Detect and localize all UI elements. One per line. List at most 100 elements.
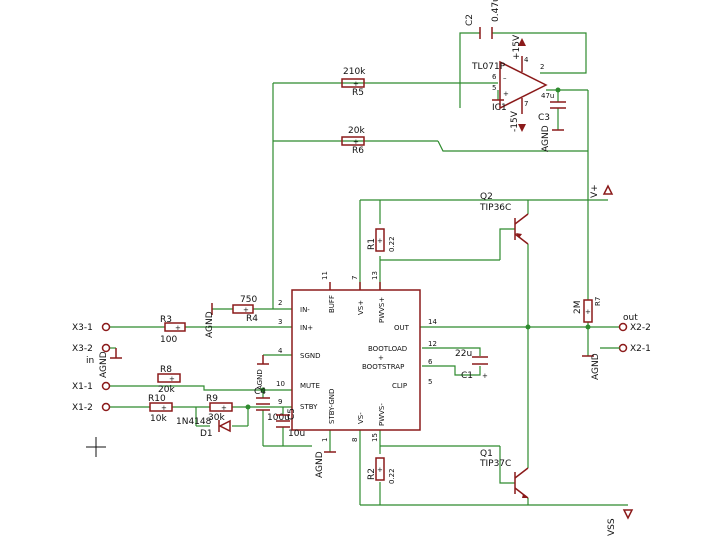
capacitor-c2: C2 0.47u — [465, 0, 501, 39]
svg-text:IN+: IN+ — [300, 324, 313, 332]
svg-text:9: 9 — [278, 398, 282, 406]
svg-text:BOOTLOAD: BOOTLOAD — [368, 345, 407, 353]
svg-text:22u: 22u — [455, 349, 472, 359]
svg-text:+: + — [221, 404, 227, 412]
svg-text:V+: V+ — [590, 184, 600, 198]
svg-text:IC1: IC1 — [492, 103, 507, 113]
svg-text:+: + — [353, 138, 359, 146]
svg-text:4: 4 — [524, 56, 529, 64]
junctions — [245, 87, 591, 410]
svg-text:+: + — [169, 375, 175, 383]
svg-text:-15V: -15V — [510, 110, 520, 132]
opamp-ic1: – + TL071P IC1 +15V -15V 6 5 2 4 7 — [471, 34, 548, 132]
svg-text:R6: R6 — [352, 146, 364, 156]
resistor-r4: + 750 R4 AGND — [205, 295, 258, 338]
svg-text:AGND: AGND — [541, 125, 551, 152]
svg-text:3: 3 — [278, 318, 282, 326]
svg-text:X1-1: X1-1 — [72, 382, 93, 392]
svg-text:0.47u: 0.47u — [491, 0, 501, 22]
chip-ground: AGND — [315, 451, 336, 478]
resistor-r10: + R10 10k — [148, 394, 173, 424]
svg-text:12: 12 — [428, 340, 437, 348]
output-connectors: out X2-2 X2-1 — [600, 313, 651, 354]
svg-text:AGND: AGND — [256, 369, 264, 390]
capacitor-c1: 22u C1 + — [455, 349, 488, 381]
svg-text:STBY: STBY — [300, 403, 318, 411]
svg-text:7: 7 — [351, 276, 359, 280]
svg-text:AGND: AGND — [591, 353, 601, 380]
capacitor-c4: C4 100u — [254, 387, 290, 423]
svg-text:5: 5 — [492, 84, 496, 92]
svg-text:R1: R1 — [367, 238, 377, 250]
diode-d1: 1N4148 D1 — [176, 417, 231, 439]
resistor-r5: + 210k R5 — [341, 67, 366, 98]
svg-text:+15V: +15V — [512, 34, 522, 60]
svg-text:PWVS+: PWVS+ — [378, 297, 386, 323]
svg-text:R9: R9 — [206, 394, 218, 404]
svg-text:14: 14 — [428, 318, 437, 326]
svg-text:AGND: AGND — [315, 451, 325, 478]
svg-text:SGND: SGND — [300, 352, 321, 360]
svg-text:TL071P: TL071P — [471, 62, 506, 72]
svg-text:X3-1: X3-1 — [72, 323, 93, 333]
crosshair-marker — [86, 437, 106, 457]
svg-text:10: 10 — [276, 380, 285, 388]
resistor-r7: + 2M R7 AGND — [573, 297, 602, 380]
svg-text:+: + — [377, 466, 383, 474]
svg-text:X2-2: X2-2 — [630, 323, 651, 333]
svg-text:R7: R7 — [594, 297, 602, 306]
svg-text:15: 15 — [371, 433, 379, 442]
svg-text:BUFF: BUFF — [328, 295, 336, 313]
svg-text:BOOTSTRAP: BOOTSTRAP — [362, 363, 404, 371]
resistor-r9: + R9 30k — [206, 394, 233, 423]
svg-text:30k: 30k — [208, 413, 225, 423]
svg-text:VSS: VSS — [607, 518, 617, 536]
svg-text:+: + — [503, 90, 509, 98]
svg-text:+: + — [585, 308, 591, 316]
vss-supply: VSS — [607, 509, 634, 536]
svg-text:Q1: Q1 — [480, 449, 493, 459]
svg-text:2: 2 — [540, 63, 544, 71]
svg-text:+: + — [353, 80, 359, 88]
svg-text:Q2: Q2 — [480, 192, 493, 202]
svg-text:R5: R5 — [352, 88, 364, 98]
capacitor-c3: C3 47u AGND — [538, 92, 566, 152]
svg-text:C3: C3 — [538, 113, 550, 123]
svg-text:MUTE: MUTE — [300, 382, 320, 390]
svg-text:2M: 2M — [573, 301, 583, 315]
svg-text:1N4148: 1N4148 — [176, 417, 212, 427]
svg-text:VS-: VS- — [357, 412, 365, 424]
capacitor-c5: C5 10u — [276, 408, 305, 439]
svg-text:STBY-GND: STBY-GND — [328, 389, 336, 424]
svg-text:750: 750 — [240, 295, 257, 305]
svg-text:R10: R10 — [148, 394, 166, 404]
amplifier-chip: IN- IN+ SGND MUTE STBY BUFF VS+ PWVS+ OU… — [276, 271, 437, 442]
svg-text:100: 100 — [160, 335, 177, 345]
resistor-r2: + R2 0.22 — [367, 457, 396, 484]
svg-text:D1: D1 — [200, 429, 213, 439]
svg-text:10k: 10k — [150, 414, 167, 424]
sgnd-ground: AGND — [256, 355, 269, 390]
svg-text:+: + — [175, 324, 181, 332]
svg-text:C4: C4 — [254, 387, 266, 397]
svg-text:100u: 100u — [267, 413, 290, 423]
svg-text:X2-1: X2-1 — [630, 344, 651, 354]
resistor-r6: + 20k R6 — [341, 126, 365, 156]
svg-text:in: in — [86, 356, 94, 366]
svg-text:IN-: IN- — [300, 306, 310, 314]
svg-text:0.22: 0.22 — [388, 468, 396, 484]
svg-text:AGND: AGND — [205, 311, 215, 338]
svg-text:5: 5 — [428, 378, 432, 386]
svg-text:C2: C2 — [465, 14, 475, 26]
svg-text:20k: 20k — [348, 126, 365, 136]
svg-text:R4: R4 — [246, 314, 258, 324]
svg-text:C5: C5 — [287, 408, 297, 420]
svg-text:210k: 210k — [343, 67, 366, 77]
svg-text:11: 11 — [321, 271, 329, 280]
svg-text:X3-2: X3-2 — [72, 344, 93, 354]
svg-text:8: 8 — [351, 438, 359, 442]
resistor-r3: + R3 100 — [160, 315, 186, 345]
svg-text:47u: 47u — [541, 92, 554, 100]
svg-text:OUT: OUT — [394, 324, 410, 332]
